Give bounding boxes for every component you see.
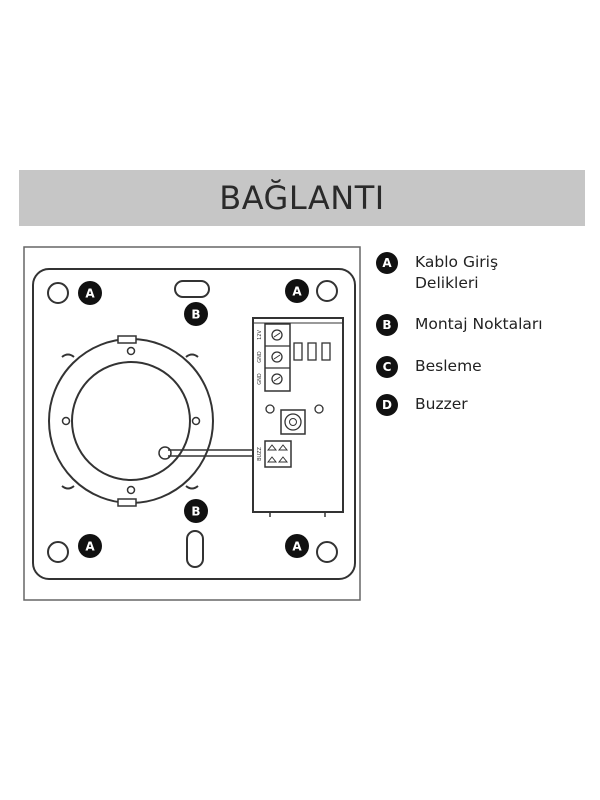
- legend-badge: B: [376, 314, 398, 336]
- legend-label: Buzzer: [415, 395, 468, 413]
- legend-item-c: C Besleme: [376, 356, 565, 378]
- ring-tab: [185, 485, 199, 490]
- marker-a-bottom-right: A: [285, 534, 309, 558]
- buzzer-terminal-block: [264, 440, 292, 468]
- terminal-label-12v: 12V: [257, 330, 263, 340]
- ring-screw: [126, 485, 136, 495]
- cable-hole-bottom-left: [47, 541, 69, 563]
- jumper: [307, 342, 317, 361]
- marker-b-top: B: [184, 302, 208, 326]
- legend-badge: C: [376, 356, 398, 378]
- marker-a-top-right: A: [285, 279, 309, 303]
- svg-text:A: A: [292, 540, 302, 554]
- legend-badge: A: [376, 252, 398, 274]
- legend-item-a: A Kablo Giriş Delikleri: [376, 252, 565, 294]
- pcb-hole: [314, 404, 324, 414]
- ring-tab: [185, 353, 199, 358]
- svg-text:A: A: [85, 287, 95, 301]
- legend-label: Besleme: [415, 357, 482, 375]
- mounting-slot-top: [174, 280, 210, 298]
- ring-screw: [126, 346, 136, 356]
- pcb-hole: [265, 404, 275, 414]
- svg-text:A: A: [292, 285, 302, 299]
- center-cable-hole: [158, 446, 172, 460]
- legend-label: Kablo Giriş Delikleri: [415, 253, 499, 292]
- page-title: BAĞLANTI: [219, 179, 385, 217]
- jumper: [321, 342, 331, 361]
- marker-a-top-left: A: [78, 281, 102, 305]
- terminal-label-gnd: GND: [257, 351, 263, 363]
- marker-a-bottom-left: A: [78, 534, 102, 558]
- mounting-ring-inner: [71, 361, 191, 481]
- ring-screw: [61, 416, 71, 426]
- ring-screw: [191, 416, 201, 426]
- legend-item-d: D Buzzer: [376, 394, 565, 416]
- legend-item-b: B Montaj Noktaları: [376, 314, 565, 336]
- title-banner: BAĞLANTI: [19, 170, 585, 226]
- cable-hole-top-left: [47, 282, 69, 304]
- cable-hole-bottom-right: [316, 541, 338, 563]
- ring-tab: [61, 353, 75, 358]
- terminal-label-buzz: BUZZ: [257, 447, 263, 461]
- terminal-label-gnd-2: GND: [257, 373, 263, 385]
- svg-text:B: B: [191, 308, 200, 322]
- marker-b-bottom: B: [184, 499, 208, 523]
- svg-text:A: A: [85, 540, 95, 554]
- ring-clip-bottom: [117, 498, 137, 507]
- svg-text:B: B: [191, 505, 200, 519]
- ring-tab: [61, 485, 75, 490]
- ring-clip-top: [117, 335, 137, 344]
- mounting-slot-bottom: [186, 530, 204, 568]
- cable-hole-top-right: [316, 280, 338, 302]
- jumper: [293, 342, 303, 361]
- legend-badge: D: [376, 394, 398, 416]
- legend-label: Montaj Noktaları: [415, 315, 543, 333]
